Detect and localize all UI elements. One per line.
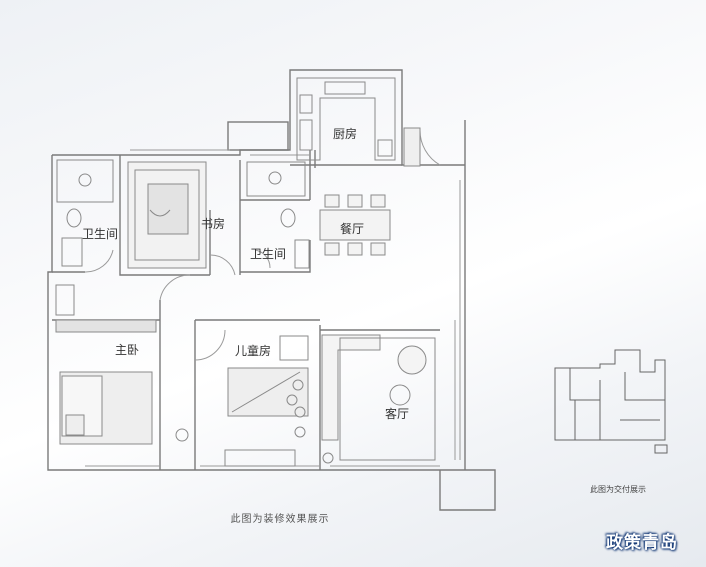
- bathroom-fixtures: [56, 159, 310, 269]
- room-label-master-bedroom: 主卧: [115, 343, 139, 357]
- master-bed: [55, 284, 189, 445]
- kitchen-counter: [296, 77, 421, 167]
- living-sofa: [321, 334, 436, 464]
- main-caption: 此图为装修效果展示: [230, 514, 330, 525]
- balcony-top: [227, 121, 289, 151]
- room-label-kitchen: 厨房: [333, 126, 357, 141]
- room-label-study: 书房: [201, 216, 225, 231]
- delivery-caption: 此图为交付展示: [590, 485, 646, 494]
- room-label-kids-room: 儿童房: [235, 343, 271, 358]
- watermark: 政策青岛: [606, 533, 678, 553]
- delivery-plan-thumbnail: [554, 349, 668, 454]
- room-label-bathroom-mid: 卫生间: [250, 247, 286, 261]
- room-label-living-room: 客厅: [385, 406, 409, 421]
- study-desk: [127, 161, 207, 269]
- room-label-bathroom-left: 卫生间: [82, 227, 118, 241]
- dining-table: [319, 194, 391, 256]
- interior-walls: [52, 150, 440, 470]
- outer-wall: [47, 69, 496, 511]
- room-label-dining: 餐厅: [340, 221, 364, 236]
- kids-bed: [224, 335, 309, 467]
- door-arcs: [84, 129, 441, 361]
